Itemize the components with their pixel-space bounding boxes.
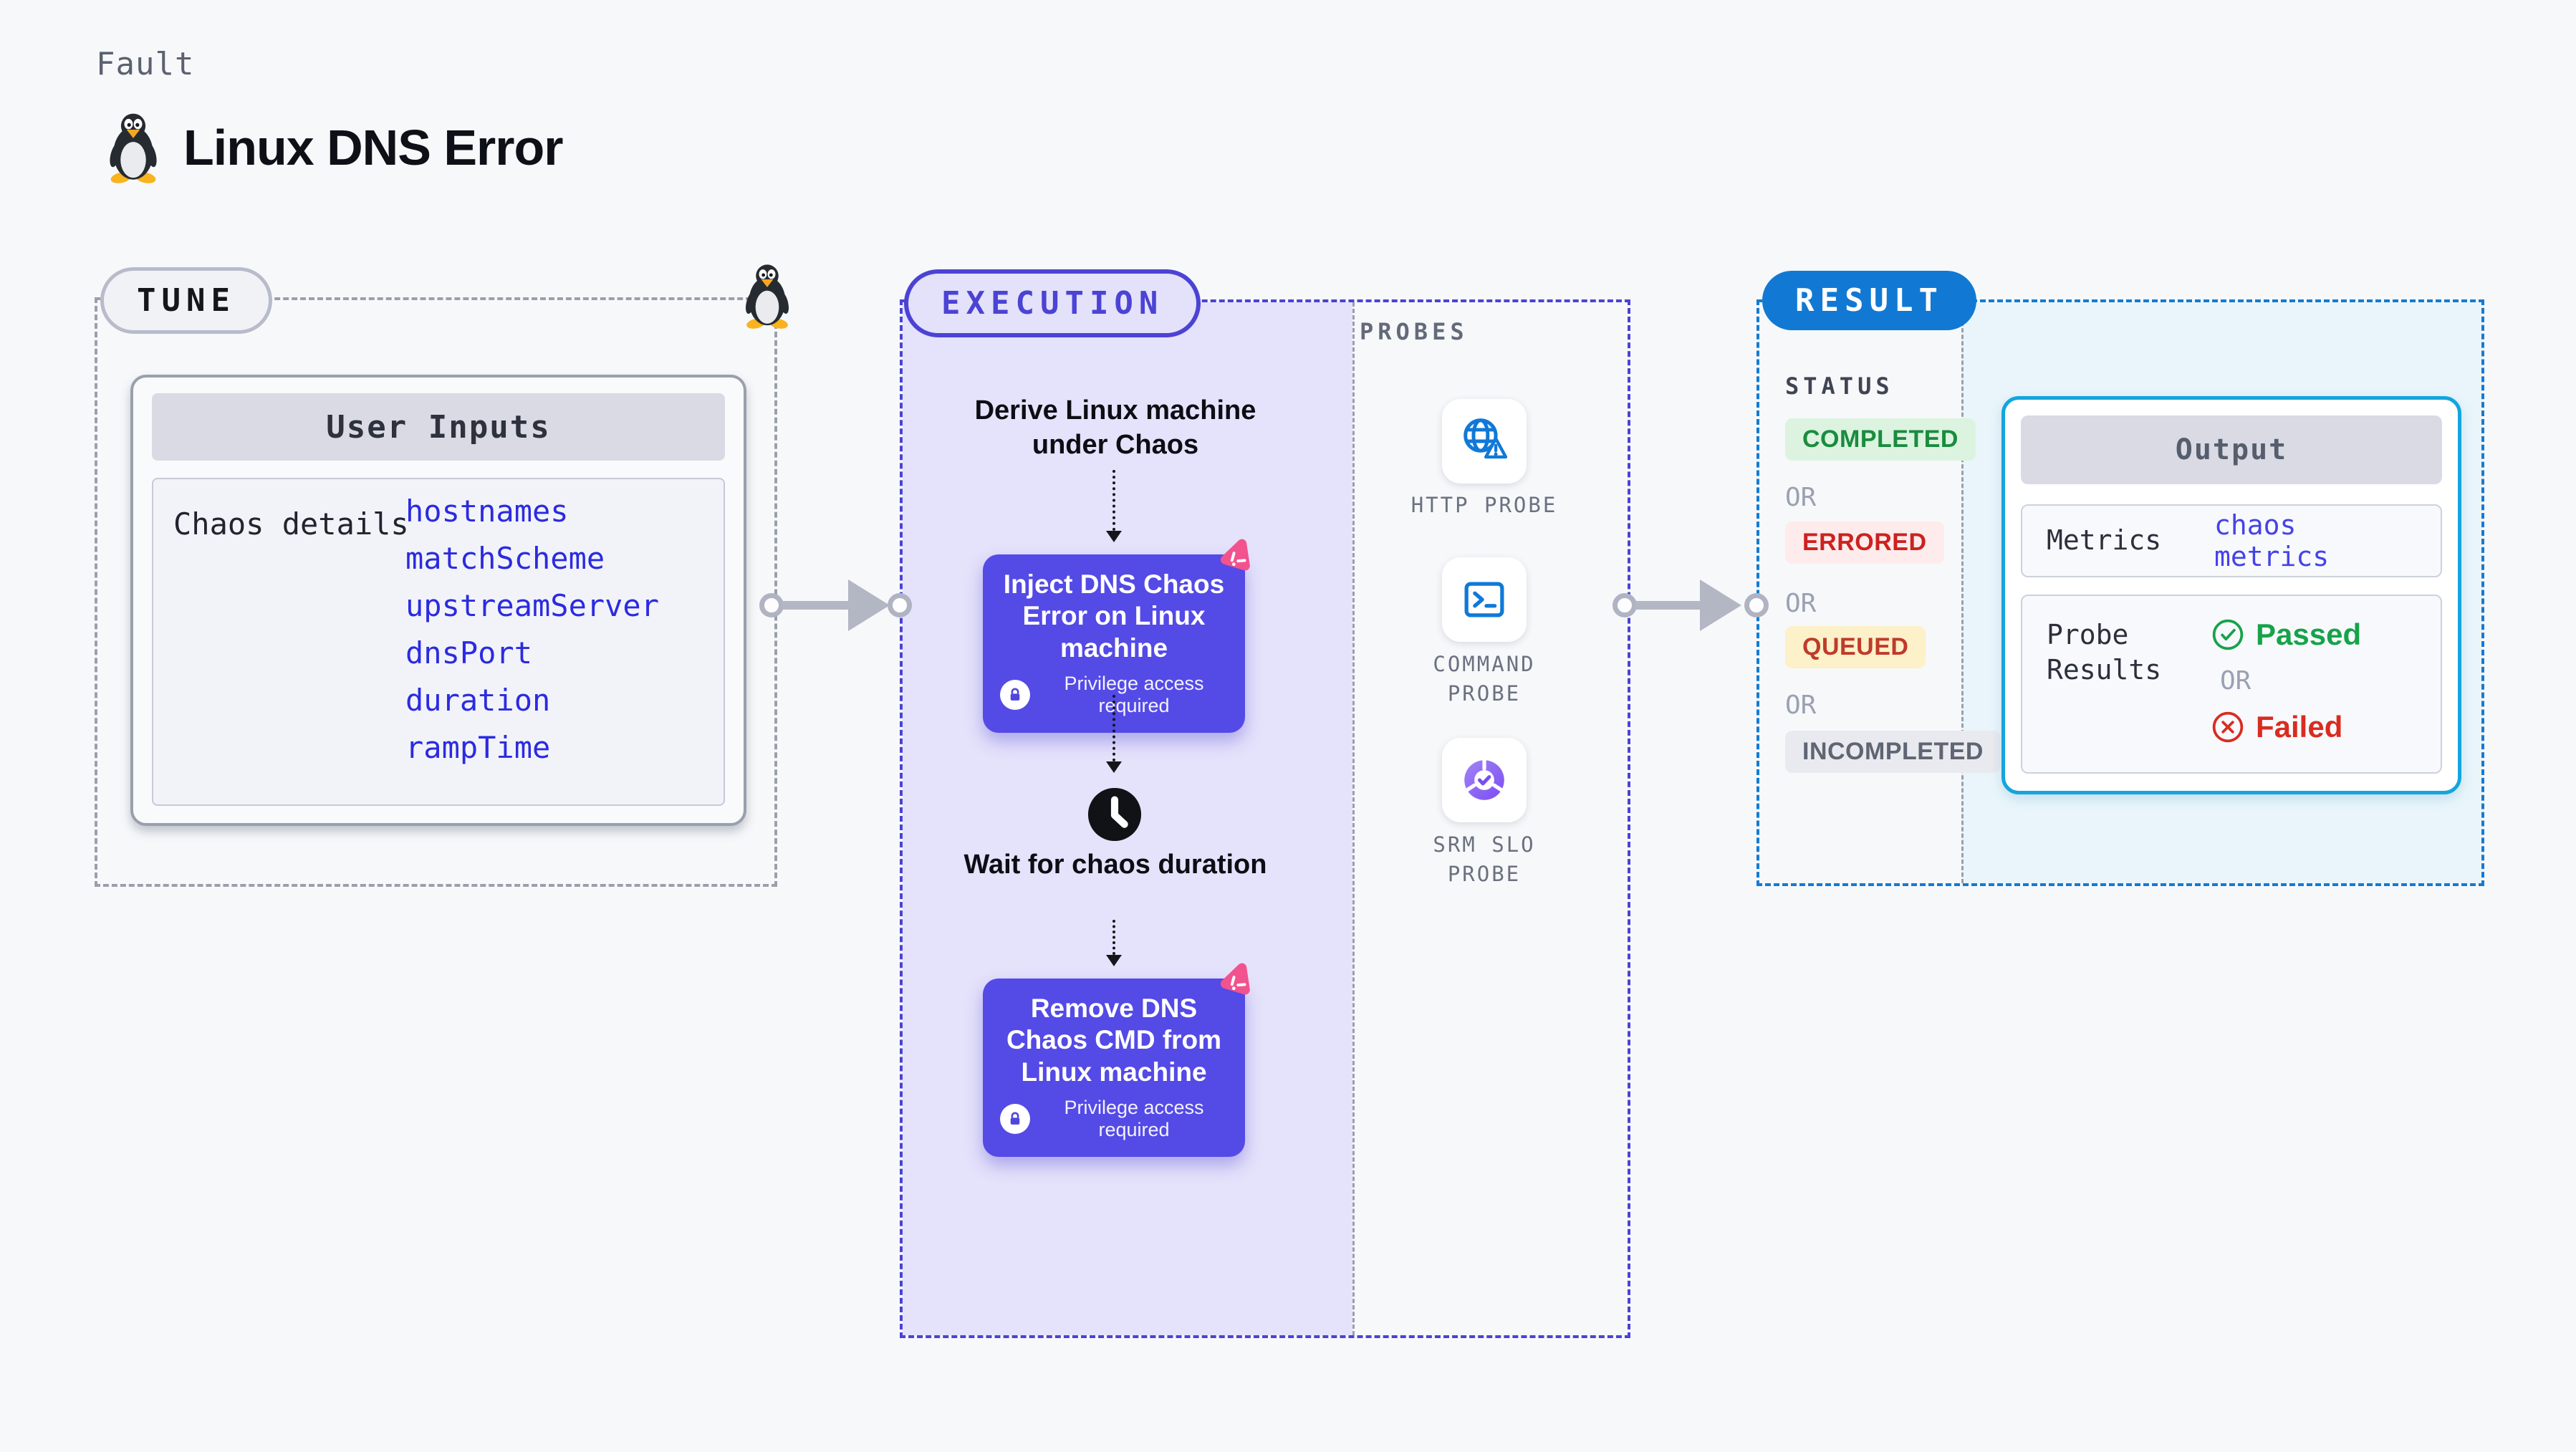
param-link-ramptime[interactable]: rampTime — [405, 730, 551, 765]
or-separator: OR — [1785, 691, 1817, 720]
srm-slo-probe-card — [1442, 738, 1527, 822]
connector-dot — [888, 593, 912, 617]
chaos-fault-icon — [1213, 960, 1256, 1003]
user-inputs-header: User Inputs — [152, 393, 725, 461]
http-probe-label: HTTP PROBE — [1410, 493, 1558, 517]
wait-clock-icon — [1087, 787, 1142, 842]
privilege-note: Privilege access required — [1064, 673, 1204, 717]
check-circle-icon — [2212, 619, 2244, 650]
status-badge-completed: COMPLETED — [1785, 418, 1976, 461]
output-card: Output Metrics chaos metrics Probe Resul… — [2001, 396, 2461, 794]
connector-dot — [1613, 593, 1637, 617]
passed-verdict: Passed — [2211, 617, 2361, 652]
privilege-note: Privilege access required — [1064, 1097, 1204, 1141]
lock-icon — [1000, 680, 1030, 711]
metrics-label: Metrics — [2047, 524, 2162, 557]
tune-section: TUNE User Inputs Chaos details hostnames… — [95, 264, 791, 887]
arrow-right-icon — [1700, 580, 1741, 631]
derive-step-text: Derive Linux machine under Chaos — [974, 395, 1256, 460]
user-inputs-card: User Inputs Chaos details hostnames matc… — [130, 375, 746, 826]
execution-section: EXECUTION Derive Linux machine under Cha… — [900, 269, 1630, 1338]
chaos-fault-icon — [1213, 536, 1256, 579]
status-heading: STATUS — [1785, 372, 1894, 400]
connector-dot — [759, 593, 784, 617]
failed-label: Failed — [2256, 710, 2343, 744]
http-probe-card — [1442, 399, 1527, 484]
tux-penguin-icon-small — [744, 264, 791, 329]
execution-pill: EXECUTION — [904, 269, 1201, 337]
remove-node-title: Remove DNS Chaos CMD from Linux machine — [1006, 994, 1222, 1087]
status-badge-incompleted: INCOMPLETED — [1785, 731, 2001, 773]
lock-icon — [1000, 1104, 1030, 1135]
or-separator: OR — [1785, 483, 1817, 512]
param-link-dnsport[interactable]: dnsPort — [405, 635, 533, 670]
user-inputs-body: Chaos details hostnames matchScheme upst… — [152, 478, 725, 806]
failed-verdict: Failed — [2211, 710, 2361, 744]
param-link-duration[interactable]: duration — [405, 683, 551, 718]
result-pill: RESULT — [1762, 271, 1976, 330]
chaos-details-label: Chaos details — [173, 506, 409, 542]
param-link-matchscheme[interactable]: matchScheme — [405, 541, 605, 576]
passed-label: Passed — [2256, 617, 2362, 651]
srm-slo-probe-label: SRM SLO PROBE — [1433, 832, 1536, 886]
result-status-divider — [1961, 302, 1964, 883]
command-probe-card — [1442, 557, 1527, 642]
result-section: RESULT STATUS COMPLETED OR ERRORED OR QU… — [1756, 271, 2484, 886]
slo-donut-check-icon — [1464, 758, 1504, 800]
remove-dns-chaos-node: Remove DNS Chaos CMD from Linux machine … — [983, 979, 1245, 1158]
connector-dot — [1744, 593, 1769, 617]
terminal-icon — [1464, 582, 1504, 617]
probe-results-label: Probe Results — [2047, 619, 2162, 686]
page-title-row: Linux DNS Error — [105, 112, 564, 183]
arrow-right-icon — [848, 580, 890, 631]
inject-dns-chaos-node: Inject DNS Chaos Error on Linux machine … — [983, 554, 1245, 734]
or-separator: OR — [1785, 589, 1817, 618]
param-link-hostnames[interactable]: hostnames — [405, 494, 569, 529]
status-badge-errored: ERRORED — [1785, 521, 1944, 564]
fault-kind-label: Fault — [96, 46, 195, 82]
param-link-upstreamserver[interactable]: upstreamServer — [405, 588, 660, 623]
output-card-header: Output — [2021, 415, 2442, 484]
probes-heading: PROBES — [1360, 318, 1469, 345]
inject-node-title: Inject DNS Chaos Error on Linux machine — [1003, 569, 1225, 663]
metrics-row: Metrics chaos metrics — [2021, 504, 2442, 577]
metrics-value-link[interactable]: chaos metrics — [2214, 509, 2330, 572]
status-badge-queued: QUEUED — [1785, 626, 1926, 668]
x-circle-icon — [2212, 711, 2244, 743]
execution-probes-divider — [1352, 302, 1355, 1335]
wait-step-text: Wait for chaos duration — [963, 850, 1267, 880]
command-probe-label: COMMAND PROBE — [1433, 652, 1536, 706]
probe-results-row: Probe Results Passed OR Failed — [2021, 595, 2442, 774]
page-title: Linux DNS Error — [183, 120, 564, 176]
tune-pill: TUNE — [100, 267, 272, 334]
globe-alert-icon — [1464, 418, 1508, 459]
or-separator: OR — [2220, 666, 2251, 696]
tux-penguin-icon — [107, 113, 159, 183]
chaos-param-list: hostnames matchScheme upstreamServer dns… — [405, 488, 659, 771]
